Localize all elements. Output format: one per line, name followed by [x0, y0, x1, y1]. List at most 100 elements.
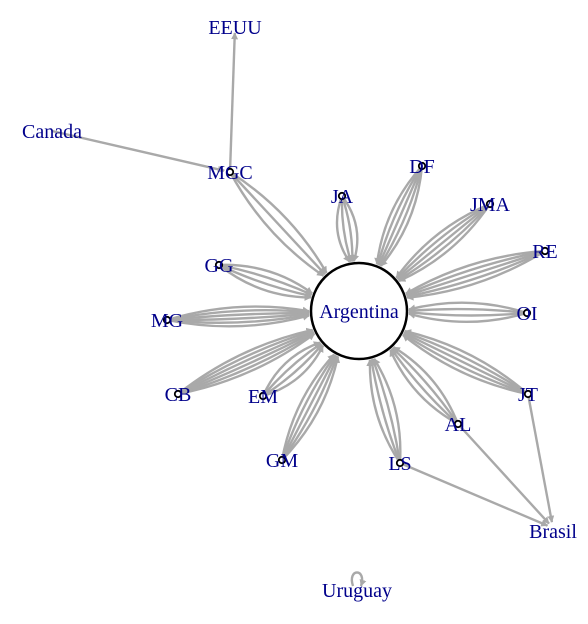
- edge-gg-argentina-1: [218, 263, 313, 295]
- edge-mg-argentina-6: [166, 313, 310, 328]
- edge-layer: [51, 32, 555, 587]
- edge-mg-argentina-2: [166, 308, 310, 322]
- node-mg-marker: [162, 315, 172, 325]
- edge-gg-argentina-2: [218, 263, 313, 296]
- edge-ls-argentina-1: [366, 359, 401, 464]
- edge-cb-argentina-3: [177, 330, 315, 396]
- node-jt-label: JT: [518, 384, 538, 406]
- node-uruguay-label: Uruguay: [322, 580, 392, 602]
- edge-re-argentina-3: [405, 249, 546, 298]
- edge-gm-argentina-2: [280, 354, 337, 461]
- edge-jma-argentina-3: [396, 203, 491, 281]
- node-layer: [162, 161, 550, 468]
- edge-jma-argentina-5: [395, 202, 491, 279]
- node-cb-label: CB: [165, 384, 192, 406]
- node-re-marker: [540, 246, 550, 256]
- edge-ls-argentina-3: [371, 358, 402, 464]
- node-ls-label: LS: [388, 453, 411, 475]
- edge-jma-argentina-4: [396, 202, 491, 280]
- edge-al-argentina-1: [389, 349, 459, 426]
- node-oi-label: OI: [516, 303, 537, 325]
- edge-cb-argentina-6: [177, 332, 316, 396]
- edge-ls-argentina-2: [368, 358, 402, 464]
- node-gm-label: GM: [266, 450, 298, 472]
- edge-jt-argentina-5: [404, 329, 529, 395]
- edge-jma-argentina-1: [398, 203, 491, 283]
- node-al-marker: [453, 419, 463, 429]
- node-ja-label: JA: [331, 186, 354, 208]
- edge-mg-argentina-3: [166, 309, 310, 322]
- node-argentina-circle: [309, 261, 409, 361]
- edge-mgc-argentina-1: [229, 170, 328, 274]
- edge-df-argentina-3: [377, 165, 424, 266]
- edge-canada-mgc-1: [51, 129, 225, 173]
- edge-em-argentina-4: [262, 345, 325, 398]
- node-jt-marker: [523, 389, 533, 399]
- edge-mg-argentina-4: [166, 310, 310, 322]
- node-canada-label: Canada: [22, 121, 82, 143]
- node-gg-label: GG: [205, 255, 234, 277]
- node-re-label: RE: [532, 241, 558, 263]
- edge-jt-brasil-1: [526, 393, 555, 523]
- node-al-label: AL: [445, 414, 472, 436]
- edge-ls-brasil-1: [399, 461, 549, 527]
- edge-mg-argentina-5: [166, 312, 310, 324]
- edge-cb-argentina-1: [177, 327, 314, 395]
- edge-cb-argentina-4: [177, 331, 315, 396]
- edge-jma-argentina-2: [397, 203, 491, 282]
- node-df-marker: [417, 161, 427, 171]
- edge-mgc-argentina-3: [228, 171, 325, 277]
- edge-cb-argentina-5: [177, 332, 315, 396]
- node-jma-label: JMA: [470, 194, 511, 216]
- edge-oi-argentina-4: [408, 301, 528, 315]
- edge-oi-argentina-3: [408, 306, 528, 315]
- edge-oi-argentina-2: [408, 309, 528, 317]
- edge-gm-argentina-4: [281, 355, 339, 461]
- edge-mgc-eeuu-1: [228, 32, 239, 173]
- node-cb-marker: [173, 389, 183, 399]
- node-gg-marker: [214, 260, 224, 270]
- edge-ja-argentina-1: [341, 195, 360, 262]
- node-mg-label: MG: [151, 310, 183, 332]
- node-df-label: DF: [409, 156, 435, 178]
- edge-df-argentina-1: [379, 165, 424, 267]
- node-ls-marker: [395, 458, 405, 468]
- edge-cb-argentina-2: [177, 329, 314, 396]
- edge-mg-argentina-1: [166, 305, 310, 322]
- node-mgc-marker: [225, 167, 235, 177]
- edge-ja-argentina-4: [335, 195, 351, 263]
- edge-gm-argentina-5: [281, 355, 341, 461]
- edge-jt-argentina-4: [403, 330, 529, 395]
- edge-gg-argentina-3: [218, 263, 312, 299]
- edge-oi-argentina-1: [408, 311, 528, 324]
- edge-re-argentina-4: [405, 249, 546, 296]
- edge-jt-argentina-2: [402, 333, 529, 396]
- node-argentina-label: Argentina: [319, 301, 399, 323]
- edge-gm-argentina-3: [280, 354, 338, 461]
- node-em-label: EM: [248, 386, 278, 408]
- edge-gg-argentina-4: [218, 264, 312, 301]
- node-mgc-label: MGC: [207, 162, 253, 184]
- node-ja-marker: [337, 191, 347, 201]
- edge-df-argentina-5: [374, 165, 423, 265]
- edge-re-argentina-1: [406, 249, 546, 301]
- edge-mgc-argentina-2: [229, 171, 326, 276]
- node-jma-marker: [485, 199, 495, 209]
- edge-re-argentina-5: [405, 249, 546, 295]
- edge-jt-argentina-1: [402, 334, 529, 396]
- edge-al-argentina-4: [392, 346, 460, 425]
- edge-jt-argentina-3: [403, 331, 529, 396]
- edge-al-brasil-1: [457, 423, 550, 525]
- edge-uruguay-self: [350, 571, 367, 587]
- edge-al-argentina-2: [390, 348, 459, 425]
- edge-em-argentina-1: [261, 341, 321, 397]
- edge-df-argentina-4: [376, 165, 424, 266]
- node-oi-marker: [522, 308, 532, 318]
- edge-re-argentina-2: [406, 249, 546, 299]
- node-brasil-label: Brasil: [529, 521, 577, 543]
- edge-ls-argentina-4: [373, 358, 402, 464]
- node-em-marker: [258, 391, 268, 401]
- edge-em-argentina-2: [262, 342, 322, 397]
